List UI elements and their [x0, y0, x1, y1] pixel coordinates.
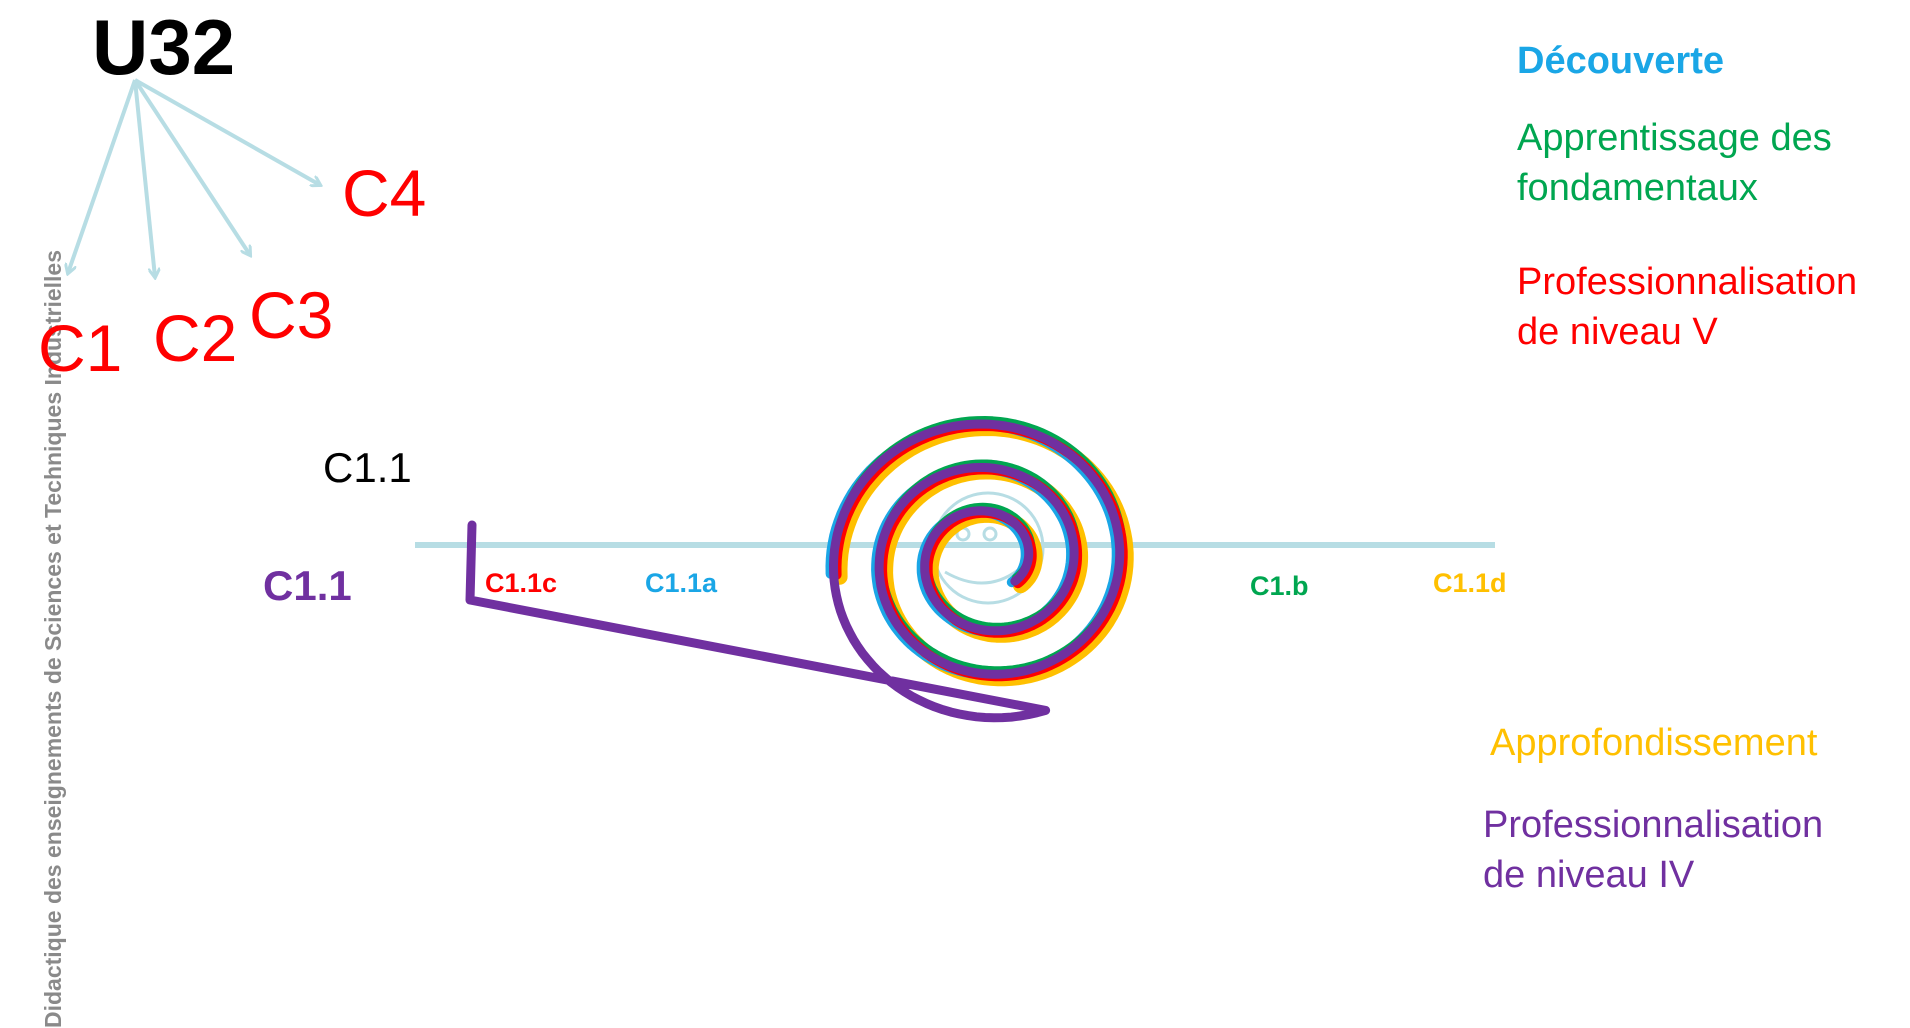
- spiral-title: C1.1: [323, 444, 412, 492]
- legend-decouverte: Découverte: [1517, 36, 1724, 86]
- arrow-icon: [135, 80, 155, 277]
- axis-label-c1b: C1.b: [1250, 571, 1309, 602]
- legend-approfondissement: Approfondissement: [1490, 718, 1817, 768]
- axis-label-c11d: C1.1d: [1433, 568, 1507, 599]
- spiral-label: C1.1: [263, 562, 352, 610]
- legend-prof-v: Professionnalisation de niveau V: [1517, 257, 1857, 357]
- legend-apprentissage: Apprentissage des fondamentaux: [1517, 113, 1832, 213]
- axis-label-c11a: C1.1a: [645, 568, 717, 599]
- arrow-icon: [135, 80, 320, 185]
- axis-label-c11c: C1.1c: [485, 568, 557, 599]
- legend-prof-iv: Professionnalisation de niveau IV: [1483, 800, 1823, 900]
- arrow-icon: [135, 80, 250, 255]
- arrow-icon: [68, 80, 135, 273]
- arrows: [68, 80, 320, 277]
